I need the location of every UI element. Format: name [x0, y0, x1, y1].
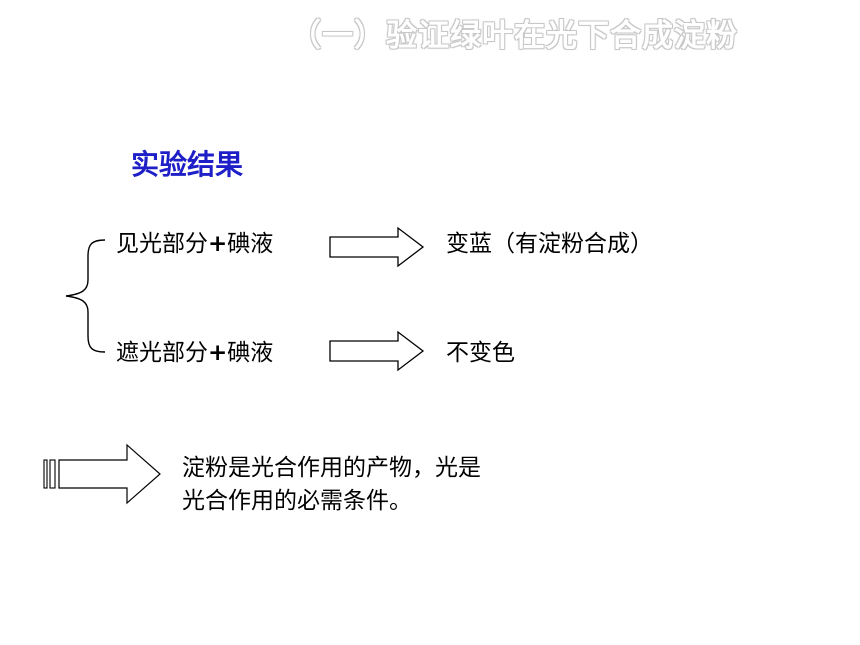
outline-right-arrow-icon	[329, 226, 425, 268]
slide-title: （一）验证绿叶在光下合成淀粉	[290, 18, 738, 54]
row-label-shade: 遮光部分+碘液	[116, 339, 273, 367]
section-heading: 实验结果	[131, 148, 244, 181]
row-label-text: 遮光部分	[116, 340, 208, 366]
left-brace-icon	[65, 239, 106, 353]
outline-right-arrow-icon	[329, 330, 425, 372]
row-label-text: 见光部分	[116, 231, 208, 257]
reagent-text: 碘液	[227, 340, 274, 366]
plus-sign: +	[208, 340, 228, 366]
reagent-text: 碘液	[227, 231, 274, 257]
plus-sign: +	[208, 231, 228, 257]
row-label-light: 见光部分+碘液	[116, 230, 273, 258]
conclusion-line-1: 淀粉是光合作用的产物，光是	[182, 455, 481, 481]
conclusion-line-2: 光合作用的必需条件。	[182, 488, 412, 514]
row-result-light: 变蓝（有淀粉合成）	[446, 231, 653, 257]
conclusion-text: 淀粉是光合作用的产物，光是 光合作用的必需条件。	[182, 452, 582, 518]
striped-right-arrow-icon	[43, 443, 161, 505]
row-result-shade: 不变色	[446, 340, 515, 366]
